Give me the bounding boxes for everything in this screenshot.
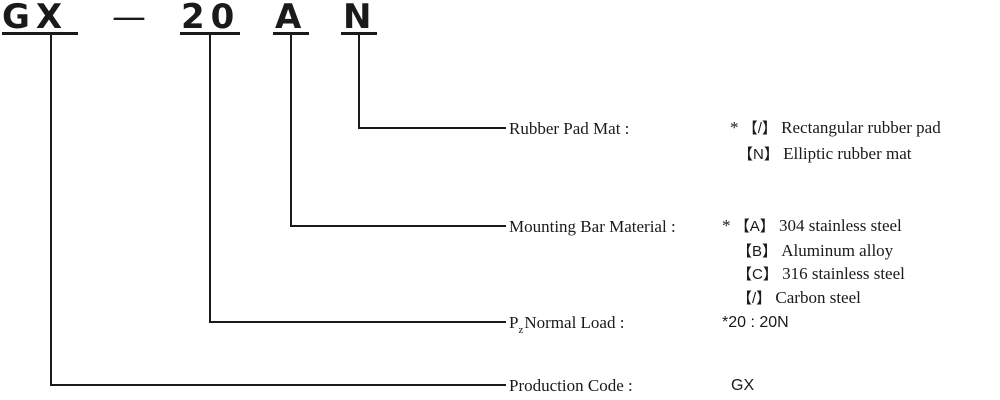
connector-material-horizontal [290,225,506,227]
production-code-label: Production Code : [509,376,633,395]
connector-prefix-horizontal [50,384,506,386]
mounting-bar-option-carbon: 【/】 Carbon steel [737,288,861,309]
option-text: Carbon steel [775,288,861,307]
option-text: Aluminum alloy [781,241,894,260]
option-key: 【/】 [742,120,777,137]
rubber-pad-label: Rubber Pad Mat : [509,119,630,138]
connector-load-horizontal [209,321,506,323]
normal-load-label: PzNormal Load : [509,313,625,336]
production-code-value: GX [731,377,755,394]
mounting-bar-label: Mounting Bar Material : [509,217,676,236]
connector-load-vertical [209,35,211,322]
code-load: 20 [181,0,241,37]
code-material: A [275,0,308,37]
mounting-bar-option-a: * 【A】 304 stainless steel [722,216,902,237]
rubber-pad-option-elliptic: 【N】 Elliptic rubber mat [738,144,912,165]
option-marker: * [730,118,739,137]
option-text: 316 stainless steel [782,264,905,283]
option-key: 【/】 [737,290,772,307]
mounting-bar-option-c: 【C】 316 stainless steel [737,264,905,285]
option-key: 【C】 [737,266,778,283]
code-pad-underline [341,32,377,35]
connector-material-vertical [290,35,292,226]
option-key: 【N】 [738,146,779,163]
normal-load-label-main: Normal Load : [524,313,625,332]
option-text: Rectangular rubber pad [781,118,941,137]
option-marker: * [722,216,731,235]
code-pad: N [343,0,378,37]
code-load-underline [180,32,240,35]
option-key: 【B】 [737,243,778,260]
option-key: 【A】 [734,218,775,235]
option-text: Elliptic rubber mat [783,144,912,163]
option-text: 304 stainless steel [779,216,902,235]
connector-pad-horizontal [358,127,506,129]
mounting-bar-option-b: 【B】 Aluminum alloy [737,241,893,262]
code-material-underline [273,32,309,35]
normal-load-label-subscript: z [518,324,524,336]
connector-pad-vertical [358,35,360,128]
connector-prefix-vertical [50,35,52,385]
normal-load-label-prefix: P [509,313,519,332]
rubber-pad-option-rect: * 【/】 Rectangular rubber pad [730,118,941,139]
normal-load-value: *20 : 20N [722,314,789,331]
code-prefix: GX [2,0,69,37]
code-prefix-underline [2,32,78,35]
code-dash: — [112,0,146,37]
